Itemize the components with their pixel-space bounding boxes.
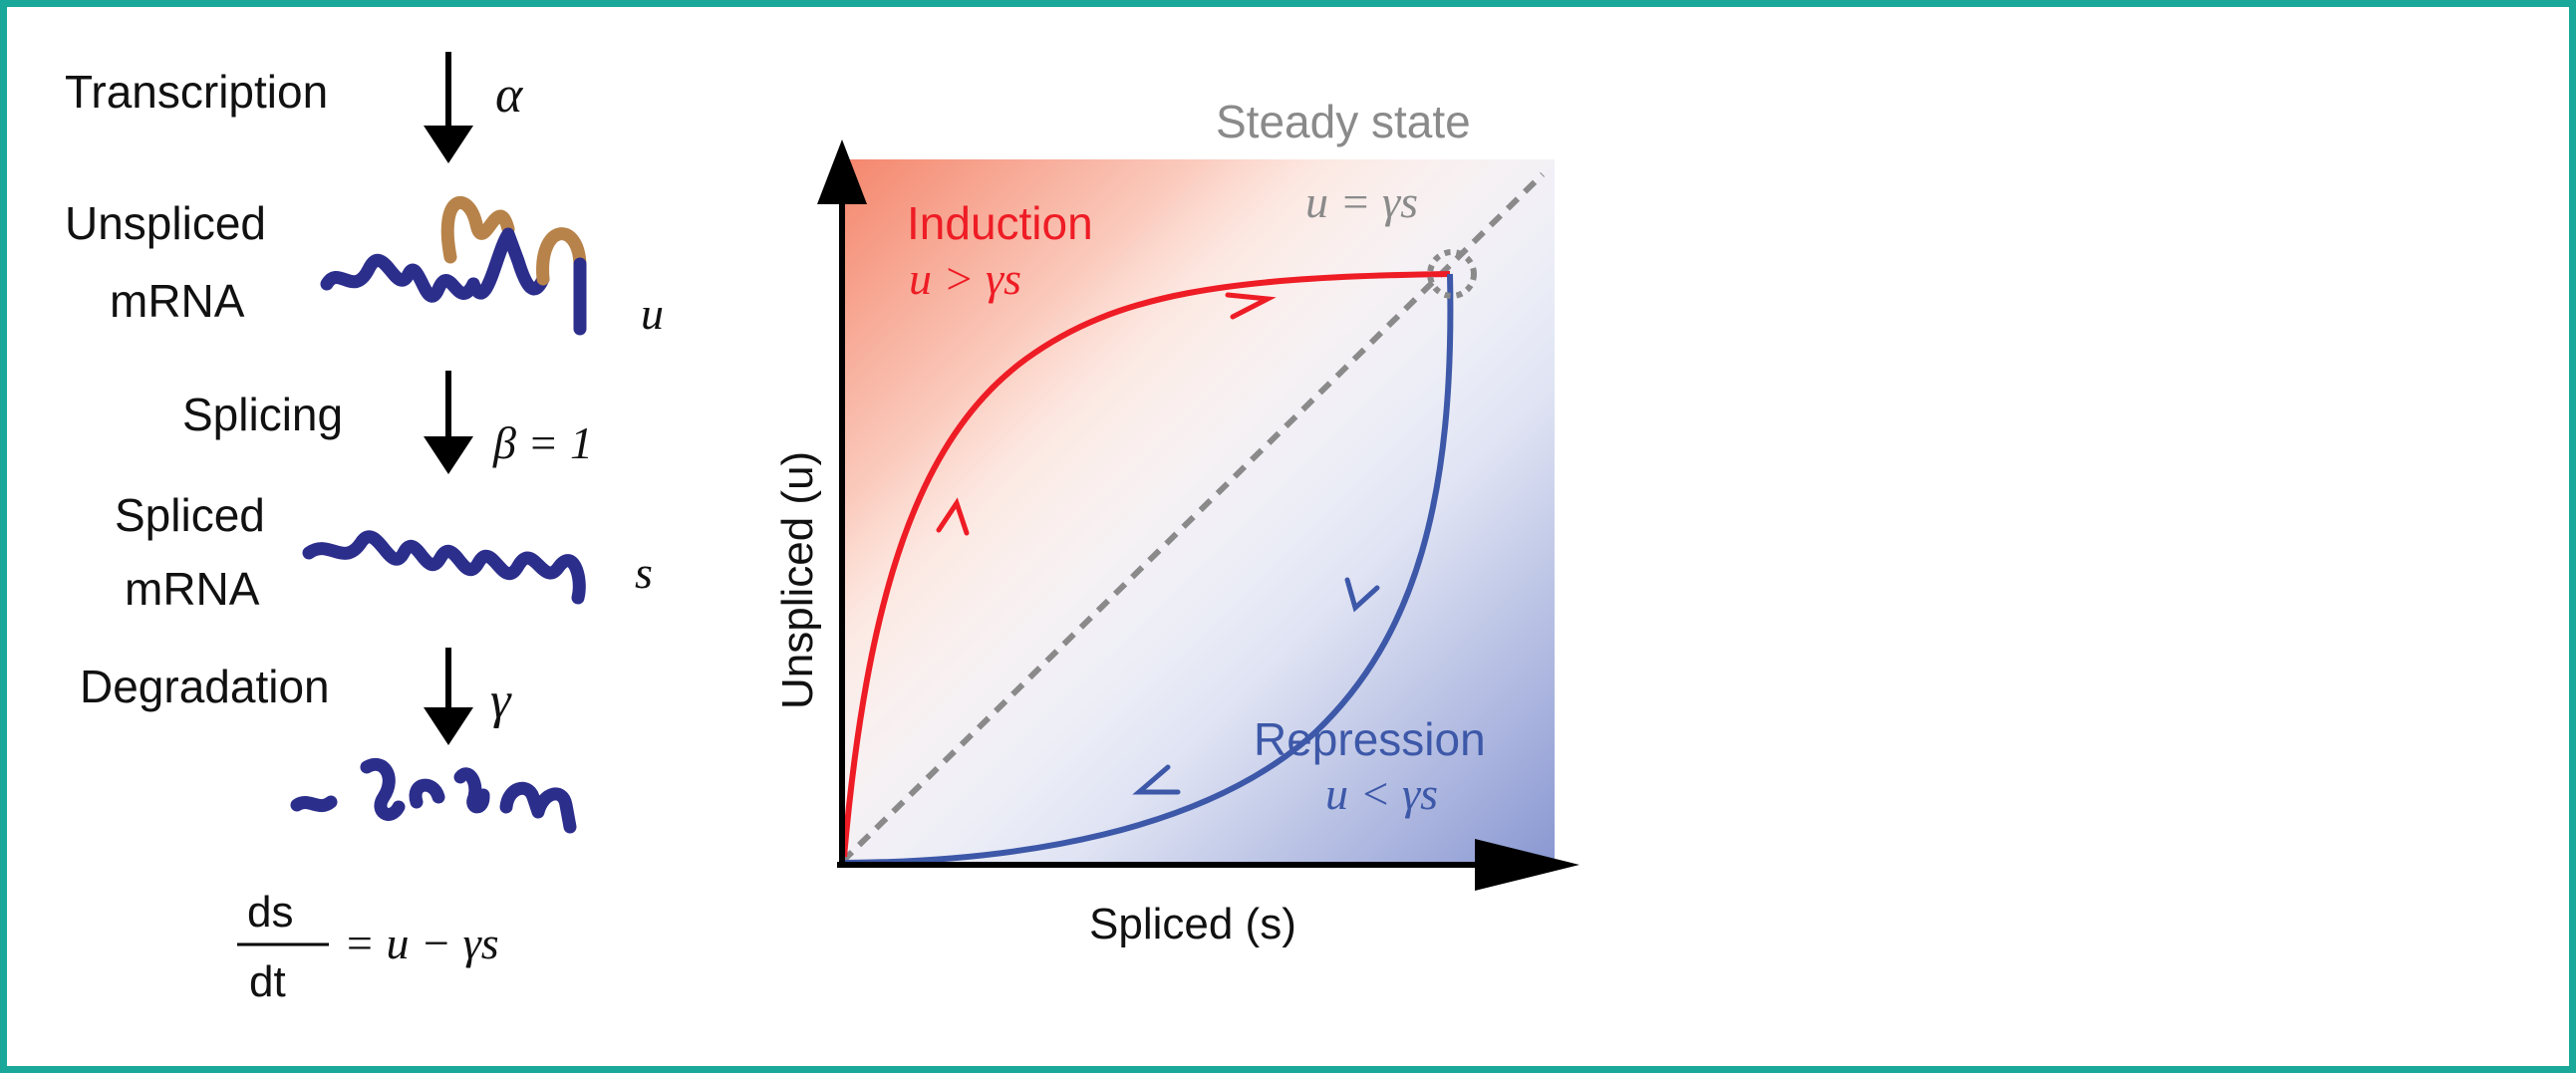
repression-condition: u < γs <box>1325 768 1438 819</box>
degraded-mrna-icon <box>290 757 577 834</box>
induction-label: Induction <box>907 197 1093 249</box>
induction-trajectory <box>841 271 1451 858</box>
down-arrow-icon <box>424 371 473 474</box>
kinetics-pathway: Transcription α Unspliced mRNA u Splicin… <box>65 52 664 1006</box>
steady-state-marker <box>1427 249 1477 299</box>
degradation-rate: γ <box>490 672 512 729</box>
degradation-label: Degradation <box>80 661 330 712</box>
phase-portrait: Steady state u = γs Induction u > γs Rep… <box>773 96 1579 948</box>
unspliced-symbol: u <box>641 288 664 339</box>
equation-denominator: dt <box>249 957 286 1006</box>
y-axis-label: Unspliced (u) <box>773 451 822 709</box>
spliced-symbol: s <box>635 547 653 598</box>
transcription-rate: α <box>495 67 524 124</box>
repression-label: Repression <box>1254 713 1486 765</box>
splicing-label: Splicing <box>182 389 343 440</box>
steady-state-line <box>839 171 1546 865</box>
down-arrow-icon <box>424 52 473 163</box>
repression-trajectory <box>844 273 1454 866</box>
equation-rhs: = u − γs <box>344 918 499 968</box>
transcription-label: Transcription <box>65 66 328 118</box>
steady-state-equation: u = γs <box>1305 176 1418 227</box>
splicing-rate: β = 1 <box>492 417 593 468</box>
x-axis-label: Spliced (s) <box>1089 900 1296 948</box>
velocity-equation: ds dt = u − γs <box>237 888 499 1006</box>
spliced-mrna-icon <box>302 530 586 605</box>
induction-arrow-icon <box>936 292 1277 536</box>
spliced-label-line2: mRNA <box>125 563 260 615</box>
steady-state-label: Steady state <box>1216 96 1471 147</box>
unspliced-mrna-icon <box>320 195 587 336</box>
unspliced-label-line1: Unspliced <box>65 197 266 249</box>
induction-condition: u > γs <box>909 253 1021 304</box>
equation-numerator: ds <box>247 888 293 937</box>
spliced-label-line1: Spliced <box>115 489 265 541</box>
down-arrow-icon <box>424 648 473 745</box>
unspliced-label-line2: mRNA <box>110 275 245 327</box>
repression-arrow-icon <box>1132 577 1380 795</box>
